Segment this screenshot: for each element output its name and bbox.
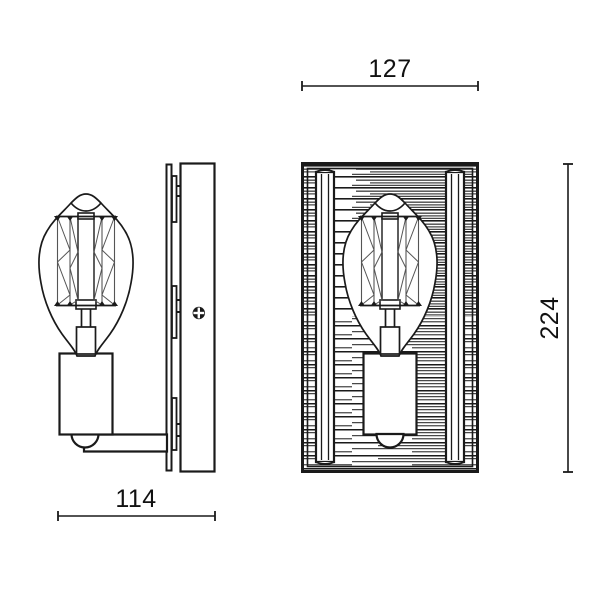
dimension-width-front: 127 bbox=[301, 55, 479, 91]
front-bulb-stem bbox=[379, 304, 401, 355]
front-filament bbox=[358, 212, 422, 310]
side-view bbox=[38, 162, 216, 473]
side-cage-edge bbox=[165, 163, 181, 472]
front-view bbox=[301, 162, 479, 473]
dimension-height-front: 224 bbox=[536, 163, 573, 473]
phillips-screw-icon bbox=[192, 306, 205, 320]
front-right-post bbox=[444, 169, 466, 465]
side-filament bbox=[54, 212, 118, 310]
front-left-post bbox=[314, 169, 336, 465]
dimension-label-height: 224 bbox=[536, 296, 564, 339]
dimension-label-width: 127 bbox=[368, 55, 411, 83]
dimension-label-depth: 114 bbox=[115, 485, 156, 513]
front-cage-frame bbox=[301, 162, 479, 473]
front-finial bbox=[375, 432, 405, 449]
dimension-depth-side: 114 bbox=[57, 485, 216, 521]
side-finial bbox=[70, 432, 100, 449]
side-bulb-stem bbox=[75, 304, 97, 355]
front-socket bbox=[362, 352, 418, 436]
side-socket bbox=[58, 352, 114, 436]
